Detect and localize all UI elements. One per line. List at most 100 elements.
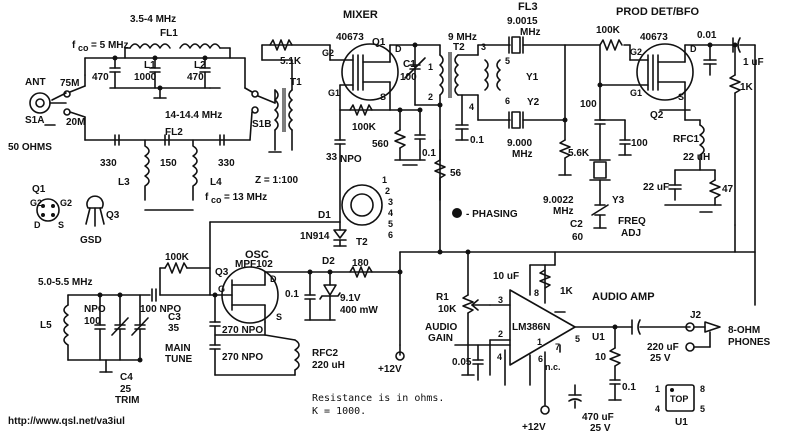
label-90022-mhz: MHz [553, 206, 574, 217]
val-uf10: 10 uF [493, 271, 519, 282]
label-90022: 9.0022 [543, 195, 574, 206]
t2-pin-4: 4 [388, 208, 393, 218]
label-y1: Y1 [526, 72, 539, 83]
u1-pin-4: 4 [497, 352, 502, 362]
q3-pin-g: G [218, 284, 225, 294]
val-c330b: 330 [218, 158, 235, 169]
val-c35: 35 [168, 323, 180, 334]
u1-pin-8: 8 [534, 288, 539, 298]
audio-gain-label-2: GAIN [428, 333, 453, 344]
val-r1k-a: 1K [740, 82, 754, 93]
val-r51k: 5.1K [280, 56, 302, 67]
t2top-pin-5: 5 [505, 56, 510, 66]
val-c470a: 470 [92, 72, 109, 83]
t2top-pin-4: 4 [469, 102, 474, 112]
u1top-pin-4: 4 [655, 404, 660, 414]
val-c330a: 330 [100, 158, 117, 169]
impedance-label: Z = 1:100 [255, 175, 299, 186]
q2-pin-d: D [690, 44, 697, 54]
val-r560: 560 [372, 139, 389, 150]
label-d1: D1 [318, 210, 331, 221]
q1-pin-g1: G1 [328, 88, 340, 98]
t2top-pin-1: 1 [428, 62, 433, 72]
label-l2: L2 [194, 60, 206, 71]
val-r10: 10 [595, 352, 607, 363]
val-uf22: 22 uF [643, 182, 669, 193]
val-uh22: 22 uH [683, 152, 710, 163]
t2-pin-3: 3 [388, 197, 393, 207]
fco13-value: = 13 MHz [224, 192, 267, 203]
q1-pin-d: D [395, 44, 402, 54]
label-c2: C2 [570, 219, 583, 230]
fco13-sub: co [211, 195, 222, 205]
trim-label: TRIM [115, 395, 139, 406]
band-20m: 14-14.4 MHz [165, 110, 222, 121]
t2-pin-5: 5 [388, 219, 393, 229]
val-c270a: 270 NPO [222, 325, 263, 336]
label-fl2: FL2 [165, 127, 183, 138]
t2top-pin-2: 2 [428, 92, 433, 102]
pinout-q1: Q1 [32, 184, 46, 195]
pin-numbers: 1 2 3 4 5 6 1 2 3 4 5 6 1 2 3 4 5 6 7 8 … [382, 42, 705, 428]
u1top-pin-8: 8 [700, 384, 705, 394]
q1-pin-g2: G2 [322, 48, 334, 58]
ant-label: ANT [25, 77, 46, 88]
val-c100-q2b: 100 [631, 138, 648, 149]
label-9000: 9.000 [507, 138, 532, 149]
q2-pin-s: S [678, 92, 684, 102]
vfo-range-label: 5.0-5.5 MHz [38, 277, 92, 288]
val-c470b: 470 [187, 72, 204, 83]
part-d1: 1N914 [300, 231, 330, 242]
t2top-pin-6: 6 [505, 96, 510, 106]
ohms-label: 50 OHMS [8, 142, 52, 153]
component-values: 470 1000 470 330 150 330 5.1K 100K 560 3… [84, 25, 764, 434]
val-r47: 47 [722, 184, 734, 195]
val-l5-npo: NPO [84, 304, 106, 315]
label-y2: Y2 [527, 97, 540, 108]
part-u1: LM386N [512, 322, 550, 333]
note-resistance: Resistance is in ohms. [312, 393, 444, 404]
val-r10k: 10K [438, 304, 457, 315]
val-c270b: 270 NPO [222, 352, 263, 363]
pinout-q3: Q3 [106, 210, 120, 221]
junctions [97, 42, 738, 363]
label-s1b: S1B [252, 119, 271, 130]
vcc-label-amp: +12V [522, 422, 546, 433]
vcc-label-osc: +12V [378, 364, 402, 375]
u1-pin-5: 5 [575, 334, 580, 344]
label-c1: C1 [403, 59, 416, 70]
u1-pin-3: 3 [498, 295, 503, 305]
q2-pin-g2: G2 [630, 47, 642, 57]
title-osc: OSC [245, 249, 269, 261]
phones-label: 8-OHM [728, 325, 760, 336]
val-v91: 9.1V [340, 293, 361, 304]
val-c100-c1: 100 [400, 72, 417, 83]
label-c4: C4 [120, 372, 133, 383]
val-c100npo: 100 NPO [140, 304, 181, 315]
q3-pin-d: D [270, 274, 277, 284]
label-l4: L4 [210, 177, 222, 188]
freq-adj-label-2: ADJ [621, 228, 641, 239]
t2top-pin-3: 3 [481, 42, 486, 52]
val-c25: 25 [120, 384, 132, 395]
u1-pin-2: 2 [498, 329, 503, 339]
val-c01b: 0.1 [470, 135, 484, 146]
title-audio-amp: AUDIO AMP [592, 291, 655, 303]
label-t1: T1 [290, 77, 302, 88]
pinout-g2a: G2 [30, 198, 42, 208]
top-label: TOP [670, 394, 688, 404]
label-y3: Y3 [612, 195, 625, 206]
label-q3: Q3 [215, 267, 229, 278]
label-rfc2: RFC2 [312, 348, 339, 359]
fco13-label: f [205, 192, 209, 203]
val-r100k-det: 100K [596, 25, 621, 36]
title-mixer: MIXER [343, 9, 378, 21]
val-r100k-osc: 100K [165, 252, 190, 263]
u1top-pin-5: 5 [700, 404, 705, 414]
label-u1: U1 [592, 332, 605, 343]
source-url: http://www.qsl.net/va3iul [8, 416, 125, 427]
label-9mhz: 9 MHz [448, 32, 477, 43]
u1-pin-6: 6 [538, 354, 543, 364]
label-s1a: S1A [25, 115, 44, 126]
main-tune-label-2: TUNE [165, 354, 193, 365]
